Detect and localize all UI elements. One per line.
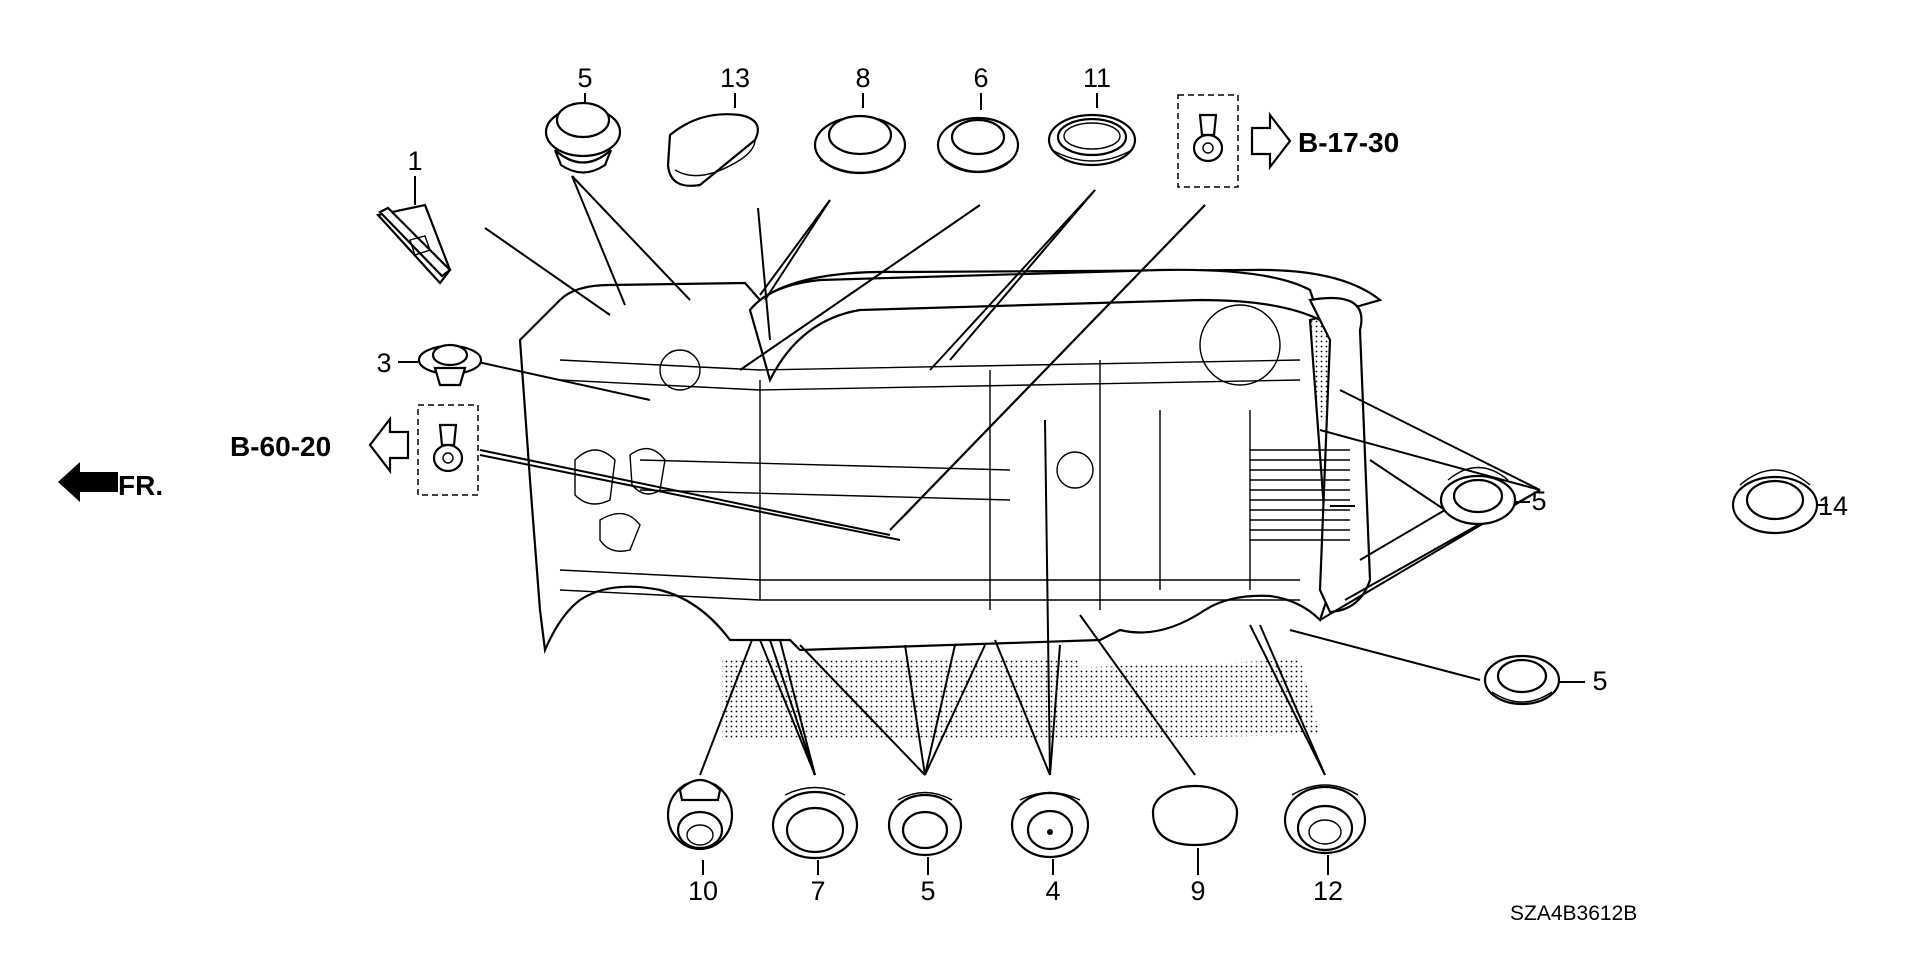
label-part-5-top: 5 xyxy=(577,63,592,93)
label-part-6: 6 xyxy=(973,63,988,93)
label-part-1: 1 xyxy=(407,146,422,176)
label-part-10: 10 xyxy=(688,876,718,906)
part-5-grommet-top xyxy=(544,101,622,174)
part-4-grommet xyxy=(1010,791,1090,859)
part-10-grommet xyxy=(666,778,734,851)
rear-ribs xyxy=(1250,449,1350,541)
part-8-grommet xyxy=(813,114,907,175)
label-part-9: 9 xyxy=(1190,876,1205,906)
label-part-13: 13 xyxy=(720,63,750,93)
part-5-grommet-right-a xyxy=(1439,466,1517,526)
label-part-7: 7 xyxy=(810,876,825,906)
frame-rail-upper xyxy=(559,359,1301,371)
rear-well-circle xyxy=(1199,304,1281,386)
label-part-12: 12 xyxy=(1313,876,1343,906)
part-5-grommet-bottom xyxy=(887,791,963,857)
part-14-grommet xyxy=(1731,469,1819,535)
front-direction-label: FR. xyxy=(118,470,163,501)
part-11-grommet xyxy=(1047,113,1137,167)
shading-right xyxy=(1000,660,1320,740)
front-opening-2 xyxy=(599,512,641,552)
label-part-8: 8 xyxy=(855,63,870,93)
label-part-11: 11 xyxy=(1083,63,1111,93)
part-5-grommet-right-b xyxy=(1483,654,1561,706)
part-1-grommet xyxy=(375,203,452,285)
part-13-plug xyxy=(666,113,759,187)
front-direction-arrow: FR. xyxy=(58,462,163,502)
ref-arrow-rear: B-17-30 xyxy=(1250,111,1399,171)
shading-left xyxy=(722,658,1080,740)
tunnel-line-2 xyxy=(639,489,1011,501)
clip-box-front xyxy=(417,404,479,496)
leader-lines xyxy=(477,175,1541,776)
part-9-plug xyxy=(1151,784,1239,847)
clip-box-rear xyxy=(1177,94,1239,188)
tunnel-line xyxy=(639,459,1011,471)
front-opening-1 xyxy=(574,449,616,505)
part-12-grommet xyxy=(1283,784,1367,855)
part-6-grommet xyxy=(936,116,1020,174)
part-3-clip xyxy=(417,343,483,387)
vehicle-underbody xyxy=(518,268,1383,740)
front-opening-3 xyxy=(629,447,666,495)
body-outline xyxy=(518,268,1383,655)
spare-tire-circle xyxy=(1056,451,1094,489)
label-part-5-right-b: 5 xyxy=(1592,666,1607,696)
front-round-hole xyxy=(659,349,701,391)
label-part-5-right-a: 5 xyxy=(1531,486,1546,516)
label-part-5-bottom: 5 xyxy=(920,876,935,906)
ref-arrow-front: B-60-20 xyxy=(230,415,410,475)
ref-label-rear: B-17-30 xyxy=(1298,127,1399,158)
ref-label-front: B-60-20 xyxy=(230,431,331,462)
label-part-4: 4 xyxy=(1045,876,1060,906)
diagram-code: SZA4B3612B xyxy=(1510,902,1637,925)
part-7-grommet xyxy=(771,786,859,860)
label-part-3: 3 xyxy=(376,348,391,378)
